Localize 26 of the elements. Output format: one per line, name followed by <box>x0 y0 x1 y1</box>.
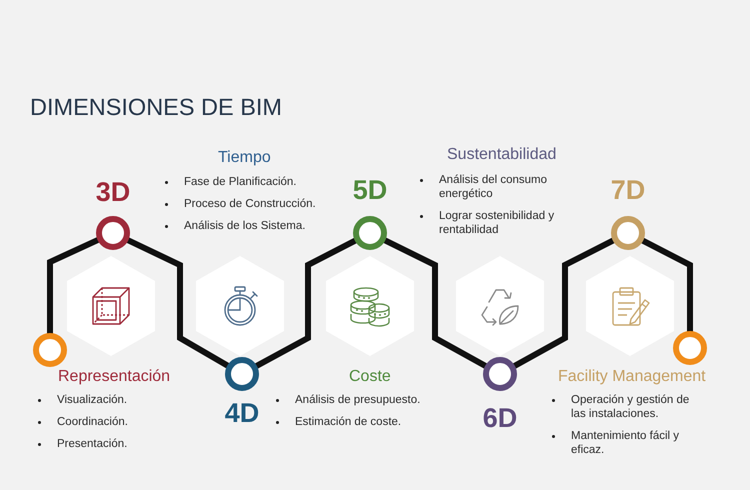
bullet-item: Fase de Planificación. <box>163 175 353 189</box>
dimension-label: 3D <box>96 176 130 208</box>
bullet-item: Estimación de coste. <box>274 415 464 429</box>
section-heading: Tiempo <box>218 148 271 168</box>
dimension-label: 6D <box>482 402 518 434</box>
dimension-label: 7D <box>610 174 646 206</box>
section-heading: Sustentabilidad <box>447 145 556 165</box>
section-heading: Facility Management <box>558 367 706 387</box>
section-heading: Representación <box>58 367 170 387</box>
connector-line <box>126 237 230 369</box>
dimension-label: 5D <box>352 174 388 206</box>
connector-line <box>512 238 616 369</box>
connector-line <box>640 238 693 332</box>
connector-line <box>47 236 100 334</box>
bullet-item: Análisis del consumo energético <box>418 173 570 201</box>
connector-line <box>383 237 488 369</box>
bullet-item: Análisis de presupuesto. <box>274 393 464 407</box>
bullet-item: Proceso de Construcción. <box>163 197 353 211</box>
bullet-item: Análisis de los Sistema. <box>163 219 353 233</box>
bullet-item: Mantenimiento fácil y eficaz. <box>550 429 704 457</box>
bullet-item: Presentación. <box>36 437 236 451</box>
bullet-item: Operación y gestión de las instalaciones. <box>550 393 704 421</box>
page-title: DIMENSIONES DE BIM <box>30 94 282 121</box>
connector-line <box>254 238 358 369</box>
section-heading: Coste <box>349 367 391 387</box>
bullet-item: Lograr sostenibilidad y rentabilidad <box>418 209 570 237</box>
